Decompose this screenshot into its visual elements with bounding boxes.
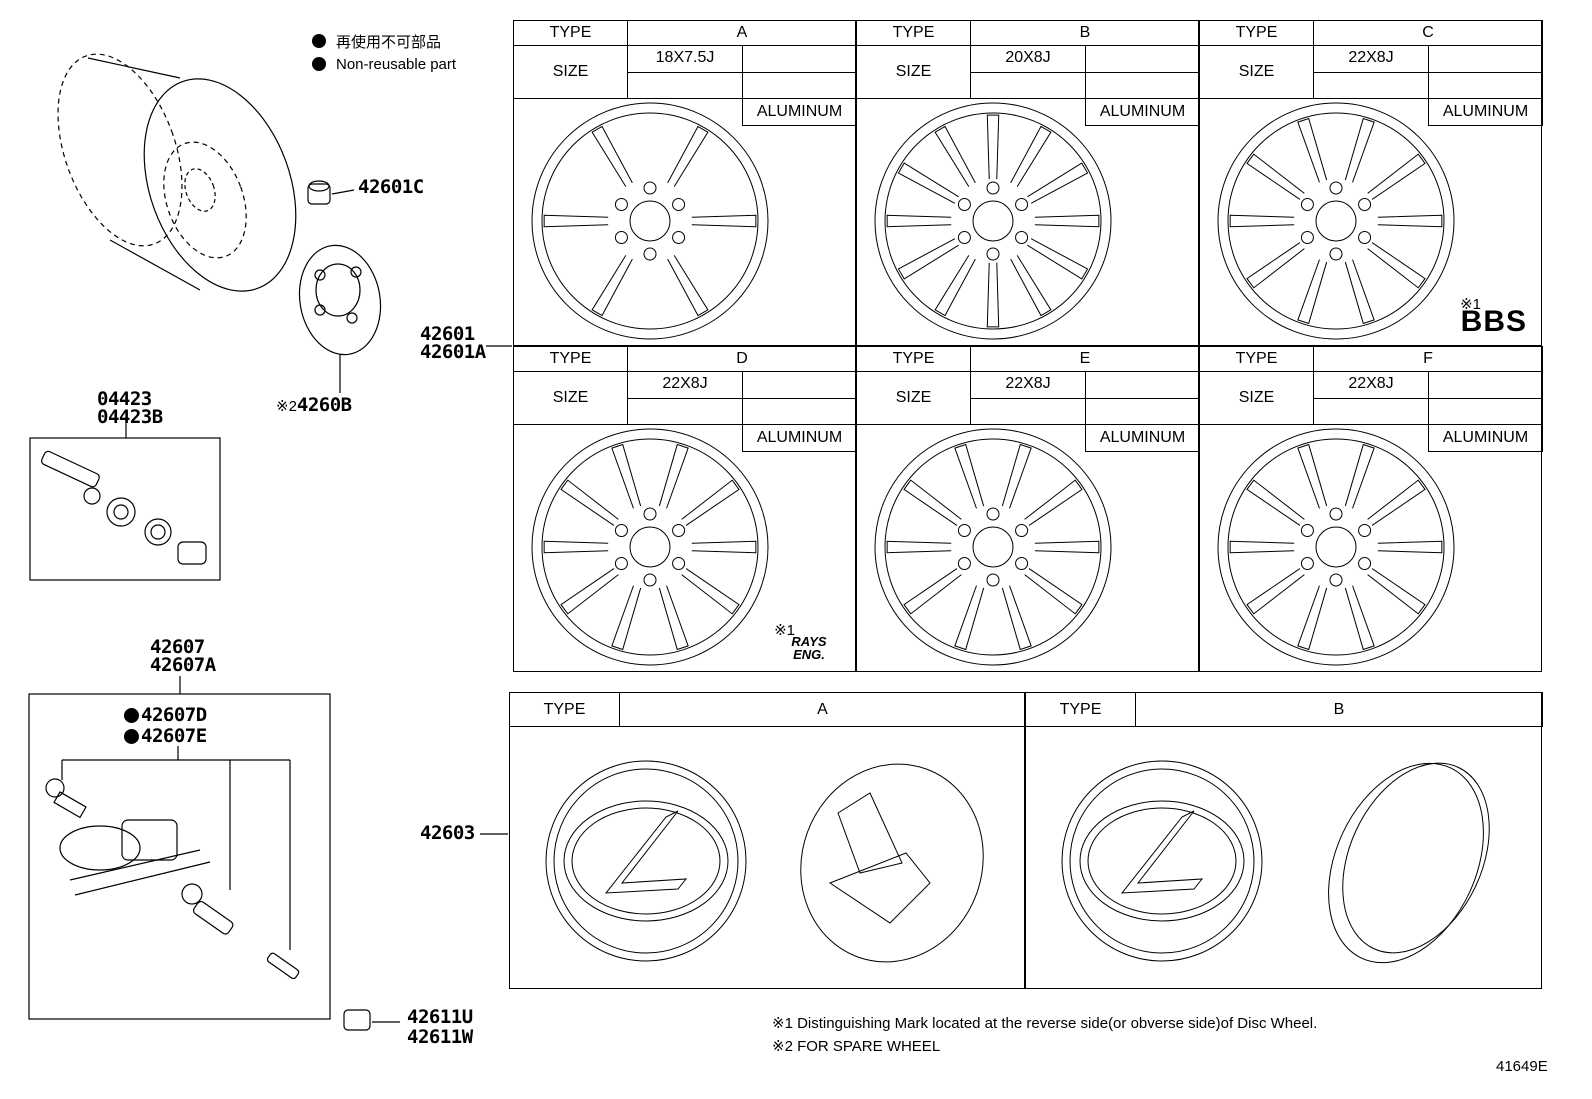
part-number-42607D: 42607D [141, 704, 207, 726]
wheel-drawing-icon [531, 428, 769, 666]
legend-en: Non-reusable part [336, 55, 457, 73]
material-label: ALUMINUM [1428, 98, 1543, 126]
tpms-sensor-icon [45, 778, 300, 980]
legend-jp: 再使用不可部品 [336, 33, 442, 51]
part-42607D: 42607D [124, 706, 207, 725]
filled-dot-icon [124, 729, 139, 744]
part-number-42611W: 42611W [407, 1026, 473, 1048]
center-cap-drawing-icon [545, 760, 984, 963]
part-number-42607E: 42607E [141, 725, 207, 747]
part-number-42601A: 42601A [420, 341, 486, 363]
note-distinguishing-mark: ※1 Distinguishing Mark located at the re… [772, 1015, 1318, 1032]
lug-nut-icon [307, 180, 355, 205]
legend: 再使用不可部品 Non-reusable part [312, 30, 456, 76]
distinguishing-mark: ※1 [1460, 296, 1481, 313]
part-number-04423: 04423 [97, 388, 152, 410]
bbs-logo: BBS [1460, 305, 1527, 338]
material-label: ALUMINUM [1428, 424, 1543, 452]
filled-dot-icon [312, 57, 326, 71]
wheel-drawing-icon [874, 102, 1112, 340]
wheel-drawing-icon [531, 102, 769, 340]
valve-kit-icon [40, 450, 207, 565]
part-number-4260B-text: 4260B [296, 394, 352, 416]
note-spare-wheel: ※2 FOR SPARE WHEEL [772, 1038, 941, 1055]
part-number-42611U: 42611U [407, 1006, 473, 1028]
filled-dot-icon [312, 34, 326, 48]
distinguishing-mark: ※1 [774, 622, 795, 639]
part-number-42607: 42607 [150, 636, 205, 658]
valve-cap-icon [343, 1009, 400, 1031]
part-number-42601: 42601 [420, 323, 475, 345]
center-cap-drawing-icon [1061, 760, 1490, 964]
wheel-drawing-icon [1217, 102, 1455, 340]
part-number-04423B: 04423B [97, 406, 163, 428]
part-number-42607A: 42607A [150, 654, 216, 676]
figure-id: 41649E [1496, 1058, 1548, 1075]
part-number-42603: 42603 [420, 822, 475, 844]
wheel-drawing-icon [1217, 428, 1455, 666]
tire-icon [57, 53, 297, 292]
type-value: B [1135, 692, 1543, 727]
wheel-drawing-icon [874, 428, 1112, 666]
spare-mark: ※2 [276, 398, 297, 415]
part-number-4260B: ※24260B [276, 396, 352, 416]
hub-cap-icon [298, 244, 382, 393]
filled-dot-icon [124, 708, 139, 723]
part-number-42601C: 42601C [358, 176, 424, 198]
rays-logo: RAYS ENG. [791, 634, 827, 662]
part-42607E: 42607E [124, 727, 207, 746]
